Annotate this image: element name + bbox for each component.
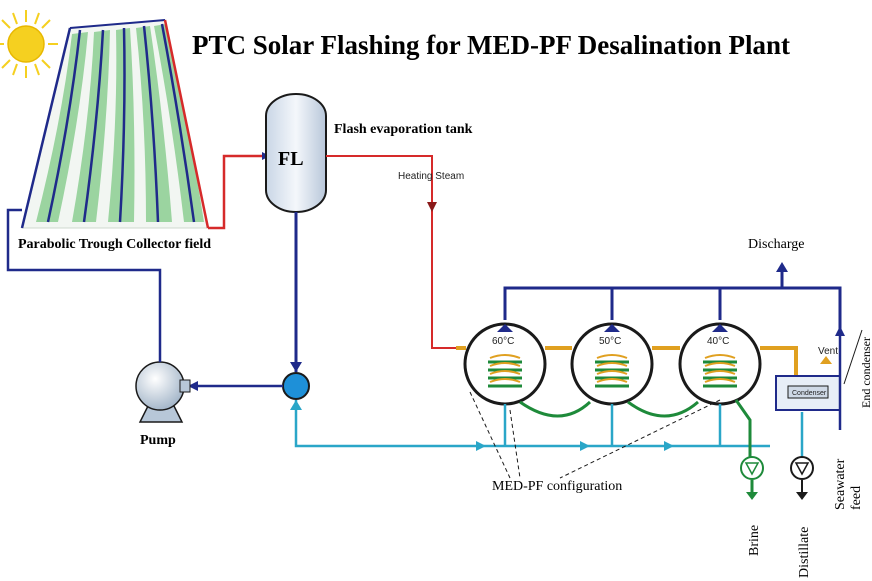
end-condenser-leader xyxy=(843,329,863,385)
flow-arrow-icon xyxy=(664,441,674,451)
seawater-header xyxy=(503,270,842,330)
vapor-line xyxy=(456,346,798,376)
hot-line-to-tank xyxy=(208,154,262,230)
flow-arrow-icon xyxy=(476,441,486,451)
brine-pump-icon xyxy=(740,456,764,500)
seawater-feed-label: Seawaterfeed xyxy=(833,458,864,510)
effect-3-temp: 40°C xyxy=(707,336,729,347)
vent-label: Vent xyxy=(818,346,838,357)
diagram-title: PTC Solar Flashing for MED-PF Desalinati… xyxy=(192,30,790,60)
pump-icon xyxy=(135,361,191,423)
vent-arrow-icon xyxy=(820,356,832,364)
heating-steam-label: Heating Steam xyxy=(398,171,464,182)
pump-to-collector-line xyxy=(6,208,162,362)
discharge-arrow-icon xyxy=(776,262,788,272)
flow-arrow-icon xyxy=(835,326,845,336)
effect-2 xyxy=(570,322,654,406)
flow-arrow-icon xyxy=(427,202,437,212)
brine-label: Brine xyxy=(747,525,762,556)
end-condenser xyxy=(775,375,841,411)
brine-transfer-line xyxy=(519,399,752,470)
flow-arrow-icon xyxy=(290,400,302,410)
med-pf-label: MED-PF configuration xyxy=(492,479,622,494)
flash-tank-title: Flash evaporation tank xyxy=(334,122,473,137)
med-pf-leader-lines xyxy=(469,391,721,479)
pump-label: Pump xyxy=(140,433,176,448)
effect-2-temp: 50°C xyxy=(599,336,621,347)
condenser-label: Condenser xyxy=(792,390,827,397)
flash-tank-label: FL xyxy=(278,148,304,170)
brine-return-line xyxy=(294,400,770,448)
distillate-line xyxy=(503,404,804,458)
discharge-label: Discharge xyxy=(748,237,805,252)
heating-steam-line xyxy=(326,155,456,349)
flow-arrow-icon xyxy=(290,362,302,372)
collector-field-label: Parabolic Trough Collector field xyxy=(18,237,211,252)
collector-field xyxy=(20,19,210,229)
distillate-pump-icon xyxy=(790,456,814,500)
effect-1-temp: 60°C xyxy=(492,336,514,347)
flow-arrow-icon xyxy=(580,441,590,451)
end-condenser-label: End condenser xyxy=(859,337,872,408)
effect-3 xyxy=(678,322,762,406)
flow-arrow-icon xyxy=(188,381,198,391)
mixing-node xyxy=(282,372,310,400)
effect-1 xyxy=(463,322,547,406)
distillate-label: Distillate xyxy=(797,527,812,578)
sun-icon xyxy=(0,10,58,78)
